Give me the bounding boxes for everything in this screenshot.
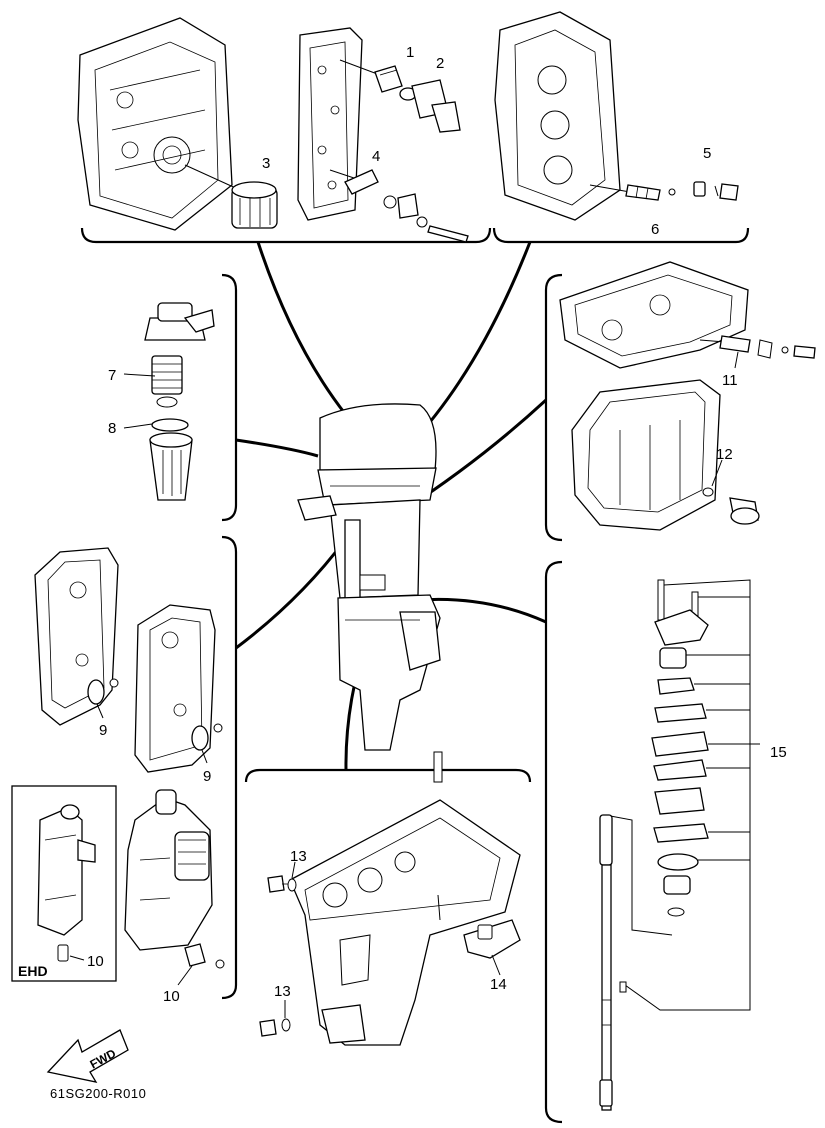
cylinder-block-left xyxy=(77,17,233,231)
leader-9a xyxy=(96,703,104,719)
clamp-bracket-left xyxy=(34,547,119,726)
fwd-arrow-icon: FWD xyxy=(46,1029,129,1083)
callout-8: 8 xyxy=(108,420,116,437)
leader-7 xyxy=(123,373,156,377)
callout-4: 4 xyxy=(372,148,380,165)
callout-6: 6 xyxy=(651,221,659,238)
drain-part-12 xyxy=(702,459,760,525)
cylinder-head xyxy=(494,11,631,221)
leader-9b xyxy=(201,749,208,764)
oil-filter xyxy=(184,164,278,229)
thermostat-part-1 xyxy=(374,65,403,93)
callout-5: 5 xyxy=(703,145,711,162)
callout-9a: 9 xyxy=(99,722,107,739)
outboard-motor xyxy=(297,403,441,751)
callout-14: 14 xyxy=(490,976,507,993)
water-pump-kit xyxy=(604,579,760,1011)
fuel-filter xyxy=(144,302,215,501)
drive-shaft xyxy=(599,814,627,1111)
bolt-part-13a xyxy=(267,861,297,893)
oil-pan-lower xyxy=(571,379,721,531)
callout-10b: 10 xyxy=(163,988,180,1005)
exhaust-cover xyxy=(297,27,381,221)
bolt-part-13b xyxy=(259,1000,291,1037)
ehd-inset xyxy=(11,785,117,982)
callout-10a: 10 xyxy=(87,953,104,970)
callouts: 1 2 3 4 5 6 7 8 9 9 10 10 11 12 13 13 14… xyxy=(87,44,787,1005)
part-11 xyxy=(719,335,816,369)
section-frames xyxy=(80,227,750,1124)
ehd-label: EHD xyxy=(18,963,48,979)
callout-1: 1 xyxy=(406,44,414,61)
callout-13a: 13 xyxy=(290,848,307,865)
gearcase xyxy=(289,751,521,1046)
leader-10b xyxy=(177,965,193,986)
callout-13b: 13 xyxy=(274,983,291,1000)
power-trim-unit xyxy=(124,789,225,969)
leader-8 xyxy=(123,423,153,429)
callout-11: 11 xyxy=(722,372,738,389)
callout-15: 15 xyxy=(770,744,787,761)
callout-9b: 9 xyxy=(203,768,211,785)
callout-7: 7 xyxy=(108,367,116,384)
callout-12: 12 xyxy=(716,446,733,463)
valve-part-4 xyxy=(344,169,469,243)
gasket-part-2 xyxy=(399,79,461,133)
callout-3: 3 xyxy=(262,155,270,172)
anode-part-5-6 xyxy=(625,181,739,201)
oil-pan-upper xyxy=(559,261,749,369)
callout-2: 2 xyxy=(436,55,444,72)
anode-part-14 xyxy=(463,919,521,976)
drawing-code: 61SG200-R010 xyxy=(50,1086,146,1101)
leader-10a xyxy=(69,955,85,961)
clamp-bracket-right xyxy=(134,604,223,773)
